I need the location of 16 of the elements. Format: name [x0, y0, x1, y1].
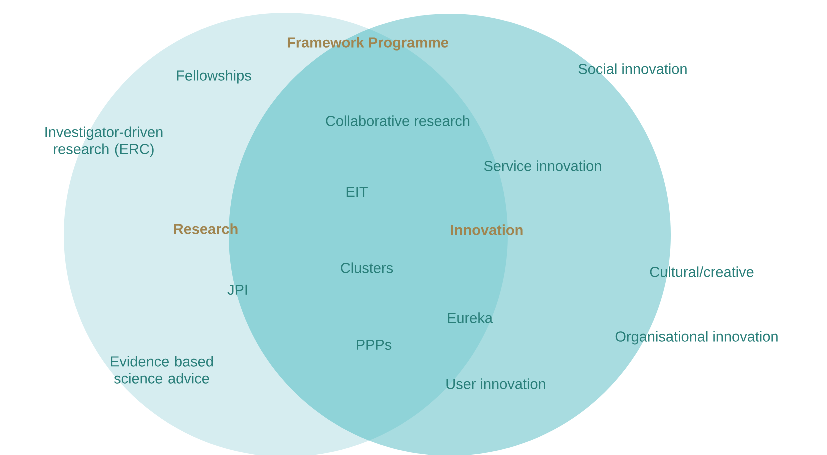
heading: Framework Programme: [288, 37, 448, 51]
item-label: Eureka: [448, 312, 493, 324]
item-label: Clusters: [341, 262, 394, 274]
item-label: Social innovation: [578, 64, 687, 74]
item-label: Investigator-driven research (ERC): [46, 126, 163, 158]
item-label: Evidence based science advice: [111, 356, 214, 384]
item-label: User innovation: [446, 378, 546, 390]
circle-heading: Innovation: [451, 224, 523, 236]
circle-heading: Research: [174, 224, 238, 234]
item-label: Fellowships: [177, 70, 252, 84]
item-label: PPPs: [357, 340, 392, 350]
item-label: Organisational innovation: [616, 331, 778, 345]
item-label: Collaborative research: [326, 116, 470, 126]
item-label: Service innovation: [484, 160, 602, 172]
item-label: EIT: [346, 187, 368, 197]
item-label: Cultural/creative: [650, 266, 754, 278]
